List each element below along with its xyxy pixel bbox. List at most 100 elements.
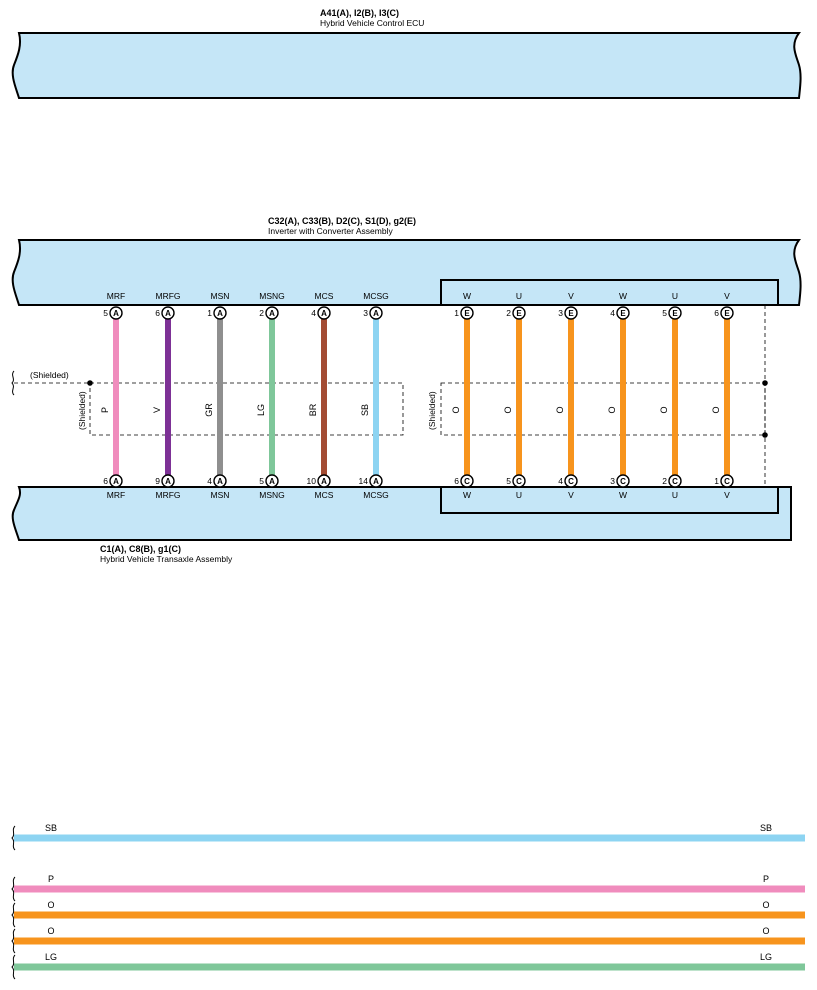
terminal-signal-label: U [672, 291, 678, 301]
connector-circle [265, 474, 279, 488]
shield-junction-dot [762, 380, 768, 386]
continuation-label-left: LG [45, 952, 57, 962]
wire-color-label: O [451, 406, 461, 413]
connector-letter: C [620, 477, 626, 486]
terminal-signal-label: MRF [107, 490, 125, 500]
wire-color-label: BR [308, 403, 318, 416]
pin-number: 5 [103, 308, 108, 318]
connector-letter: A [113, 477, 119, 486]
transaxle-code: C1(A), C8(B), g1(C) [100, 544, 181, 554]
wire-color-label: O [711, 406, 721, 413]
pin-number: 4 [610, 308, 615, 318]
inverter-code: C32(A), C33(B), D2(C), S1(D), g2(E) [268, 216, 416, 226]
connector-letter: A [165, 309, 171, 318]
connector-circle [720, 306, 734, 320]
connector-letter: E [516, 309, 522, 318]
wire-color-label: O [607, 406, 617, 413]
pin-number: 3 [558, 308, 563, 318]
pin-number: 6 [714, 308, 719, 318]
shielded-label: (Shielded) [427, 391, 437, 430]
connector-letter: A [269, 309, 275, 318]
inverter-component: C32(A), C33(B), D2(C), S1(D), g2(E) Inve… [11, 216, 802, 306]
connector-letter: A [217, 309, 223, 318]
continuation-label-left: P [48, 874, 54, 884]
connector-circle [317, 306, 331, 320]
shield-group: (Shielded) (Shielded) (Shielded) [11, 305, 768, 487]
connector-circle [213, 306, 227, 320]
transaxle-component: C1(A), C8(B), g1(C) Hybrid Vehicle Trans… [11, 486, 792, 564]
continuation-label-right: SB [760, 823, 772, 833]
terminal-signal-label: MSN [211, 490, 230, 500]
pin-number: 5 [662, 308, 667, 318]
connector-circle [460, 306, 474, 320]
pin-number: 3 [363, 308, 368, 318]
pin-number: 2 [506, 308, 511, 318]
shielded-label: (Shielded) [30, 370, 69, 380]
terminal-signal-label: MRF [107, 291, 125, 301]
terminal-signal-label: MCSG [363, 490, 389, 500]
pin-number: 5 [259, 476, 264, 486]
terminal-signal-label: MRFG [155, 490, 180, 500]
connector-letter: A [269, 477, 275, 486]
wire-color-label: LG [256, 404, 266, 416]
continuation-label-right: O [762, 900, 769, 910]
connector-circle [161, 306, 175, 320]
transaxle-name: Hybrid Vehicle Transaxle Assembly [100, 554, 233, 564]
terminal-signal-label: W [619, 291, 627, 301]
shield-box-right [440, 382, 766, 436]
connector-circle [720, 474, 734, 488]
connector-circle [317, 474, 331, 488]
terminal-signal-label: MSN [211, 291, 230, 301]
pin-number: 6 [155, 308, 160, 318]
break-mark [11, 876, 16, 902]
wire-color-label: O [659, 406, 669, 413]
continuation-label-right: LG [760, 952, 772, 962]
inverter-body [11, 239, 802, 306]
terminal-signal-label: V [724, 291, 730, 301]
connector-letter: E [568, 309, 574, 318]
terminal-signal-label: V [568, 291, 574, 301]
connector-circle [616, 474, 630, 488]
connector-letter: C [568, 477, 574, 486]
continuation-label-left: O [47, 900, 54, 910]
terminal-signal-label: MCS [315, 490, 334, 500]
pin-number: 14 [359, 476, 369, 486]
terminal-signal-label: V [724, 490, 730, 500]
terminal-signal-label: W [463, 490, 471, 500]
connector-circle [616, 306, 630, 320]
pin-number: 2 [662, 476, 667, 486]
terminal-signal-label: MCS [315, 291, 334, 301]
connector-circle [213, 474, 227, 488]
connector-letter: A [165, 477, 171, 486]
connector-circle [109, 474, 123, 488]
connector-circle [668, 306, 682, 320]
wire-color-label: SB [360, 404, 370, 416]
connector-circle [564, 474, 578, 488]
connector-letter: A [113, 309, 119, 318]
continuation-label-right: O [762, 926, 769, 936]
terminal-signal-label: U [516, 291, 522, 301]
ecu-code: A41(A), I2(B), I3(C) [320, 8, 399, 18]
connector-circle [369, 474, 383, 488]
shield-break-mark [11, 370, 15, 396]
terminal-signal-label: MCSG [363, 291, 389, 301]
connector-circle [161, 474, 175, 488]
connector-letter: A [321, 477, 327, 486]
connector-letter: E [620, 309, 626, 318]
pin-number: 1 [714, 476, 719, 486]
break-mark [11, 825, 16, 851]
connector-letter: A [373, 477, 379, 486]
ecu-body [11, 32, 802, 99]
